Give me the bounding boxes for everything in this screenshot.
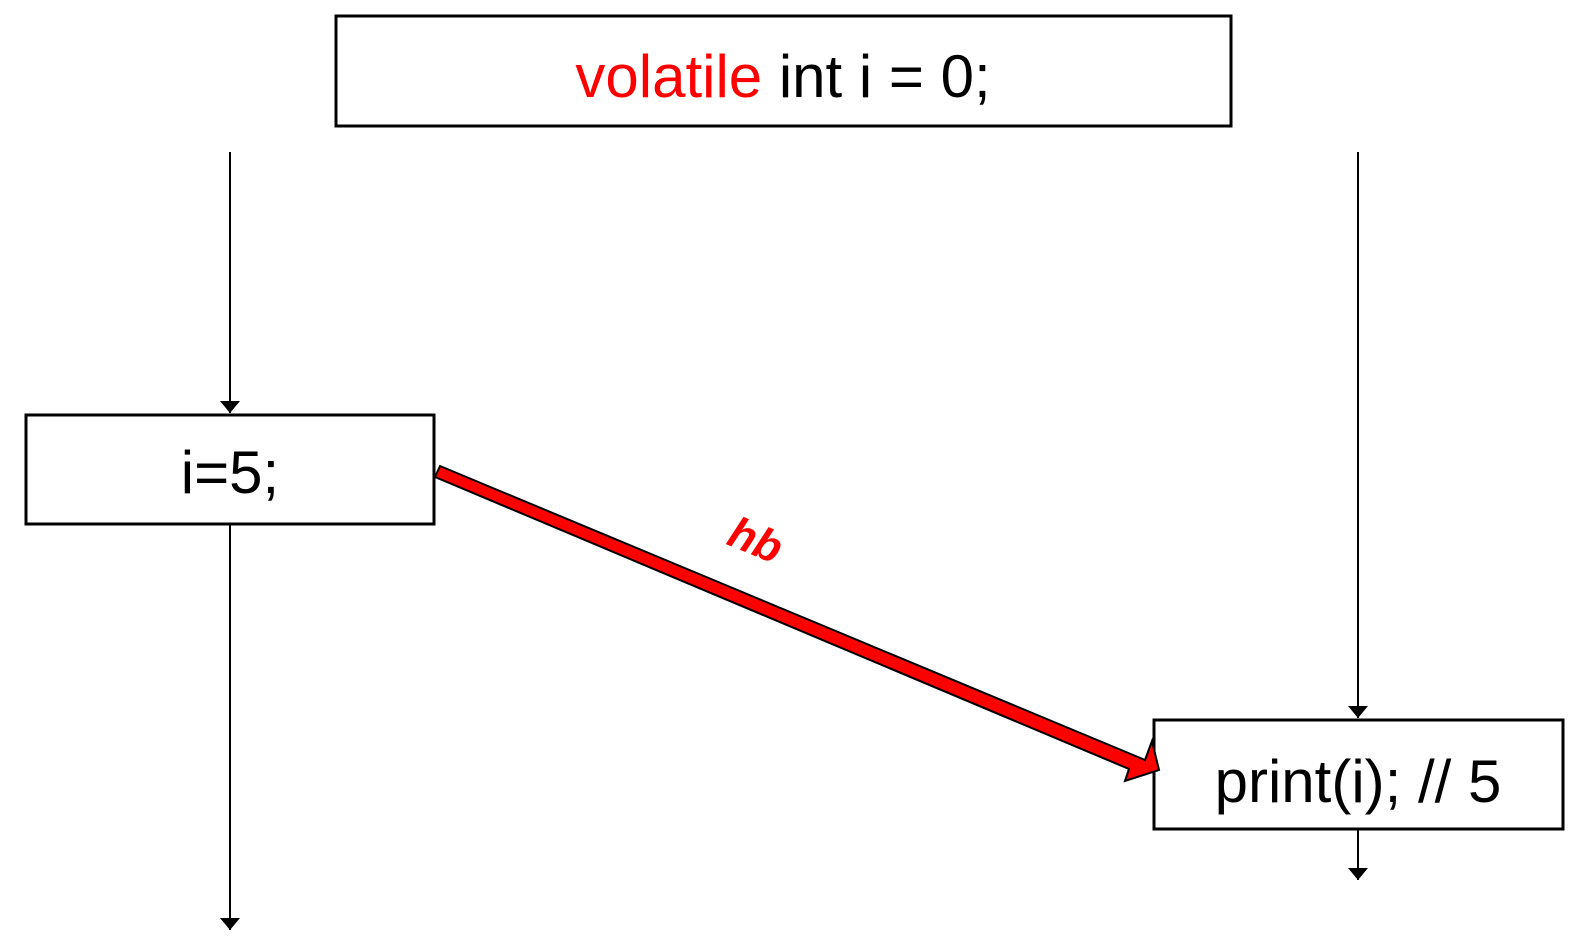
hb-arrow [433, 464, 1161, 783]
declaration-rest: int i = 0; [762, 43, 990, 110]
declaration-text: volatile int i = 0; [575, 43, 990, 110]
read-box: print(i); // 5 [1152, 718, 1565, 831]
read-statement: print(i); // 5 [1215, 748, 1502, 815]
volatile-keyword: volatile [575, 43, 762, 110]
hb-label: hb [721, 508, 789, 574]
write-box: i=5; [24, 413, 436, 526]
declaration-box: volatile int i = 0; [334, 14, 1233, 128]
write-statement: i=5; [181, 439, 279, 506]
